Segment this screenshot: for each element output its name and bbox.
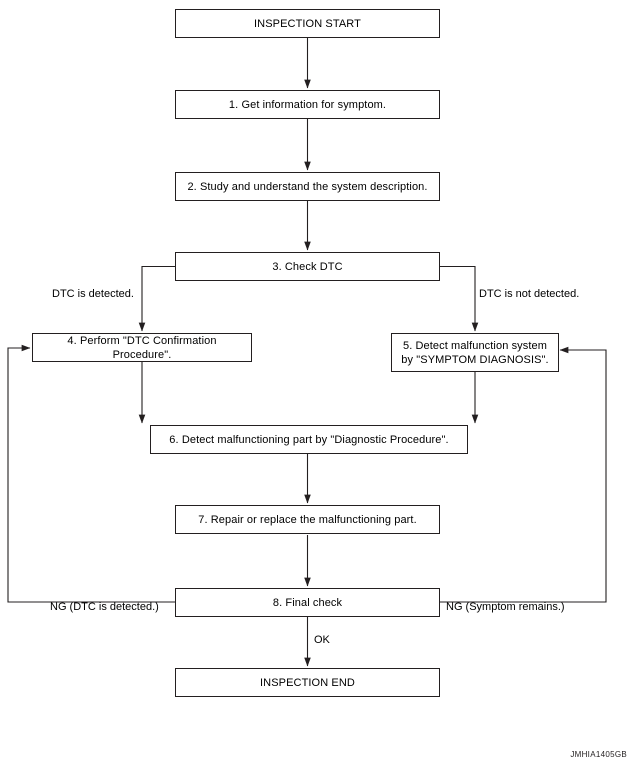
edge-label-dtc-detected: DTC is detected.: [52, 288, 134, 300]
node-step-3: 3. Check DTC: [175, 252, 440, 281]
node-step-7-label: 7. Repair or replace the malfunctioning …: [198, 513, 417, 526]
node-step-2-label: 2. Study and understand the system descr…: [187, 180, 428, 193]
node-step-4-label: 4. Perform "DTC Confirmation Procedure".: [67, 334, 217, 361]
edge-label-ng-dtc-detected: NG (DTC is detected.): [50, 601, 159, 613]
node-step-5-label: 5. Detect malfunction system by "SYMPTOM…: [401, 339, 549, 366]
node-step-1: 1. Get information for symptom.: [175, 90, 440, 119]
node-step-5: 5. Detect malfunction system by "SYMPTOM…: [391, 333, 559, 372]
edge-label-ng-symptom-remains: NG (Symptom remains.): [446, 601, 565, 613]
node-step-4: 4. Perform "DTC Confirmation Procedure".: [32, 333, 252, 362]
edge-step3-to-step5: [440, 265, 479, 332]
edge-step8-ng-symptom-to-step5: [440, 346, 607, 603]
node-step-1-label: 1. Get information for symptom.: [228, 98, 387, 111]
node-step-8-label: 8. Final check: [272, 596, 343, 609]
node-step-7: 7. Repair or replace the malfunctioning …: [175, 505, 440, 534]
edge-label-ok: OK: [314, 634, 330, 646]
node-step-3-label: 3. Check DTC: [272, 260, 343, 273]
reference-code: JMHIA1405GB: [570, 750, 627, 759]
edge-label-dtc-not-detected: DTC is not detected.: [479, 288, 580, 300]
node-inspection-end-label: INSPECTION END: [260, 676, 355, 689]
node-step-8: 8. Final check: [175, 588, 440, 617]
node-step-6-label: 6. Detect malfunctioning part by "Diagno…: [169, 433, 449, 446]
node-inspection-end: INSPECTION END: [175, 668, 440, 697]
node-step-2: 2. Study and understand the system descr…: [175, 172, 440, 201]
edge-step3-to-step4: [138, 265, 175, 332]
node-inspection-start: INSPECTION START: [175, 9, 440, 38]
node-inspection-start-label: INSPECTION START: [254, 17, 361, 30]
edge-step8-ng-dtc-to-step4: [7, 344, 175, 603]
node-step-6: 6. Detect malfunctioning part by "Diagno…: [150, 425, 468, 454]
